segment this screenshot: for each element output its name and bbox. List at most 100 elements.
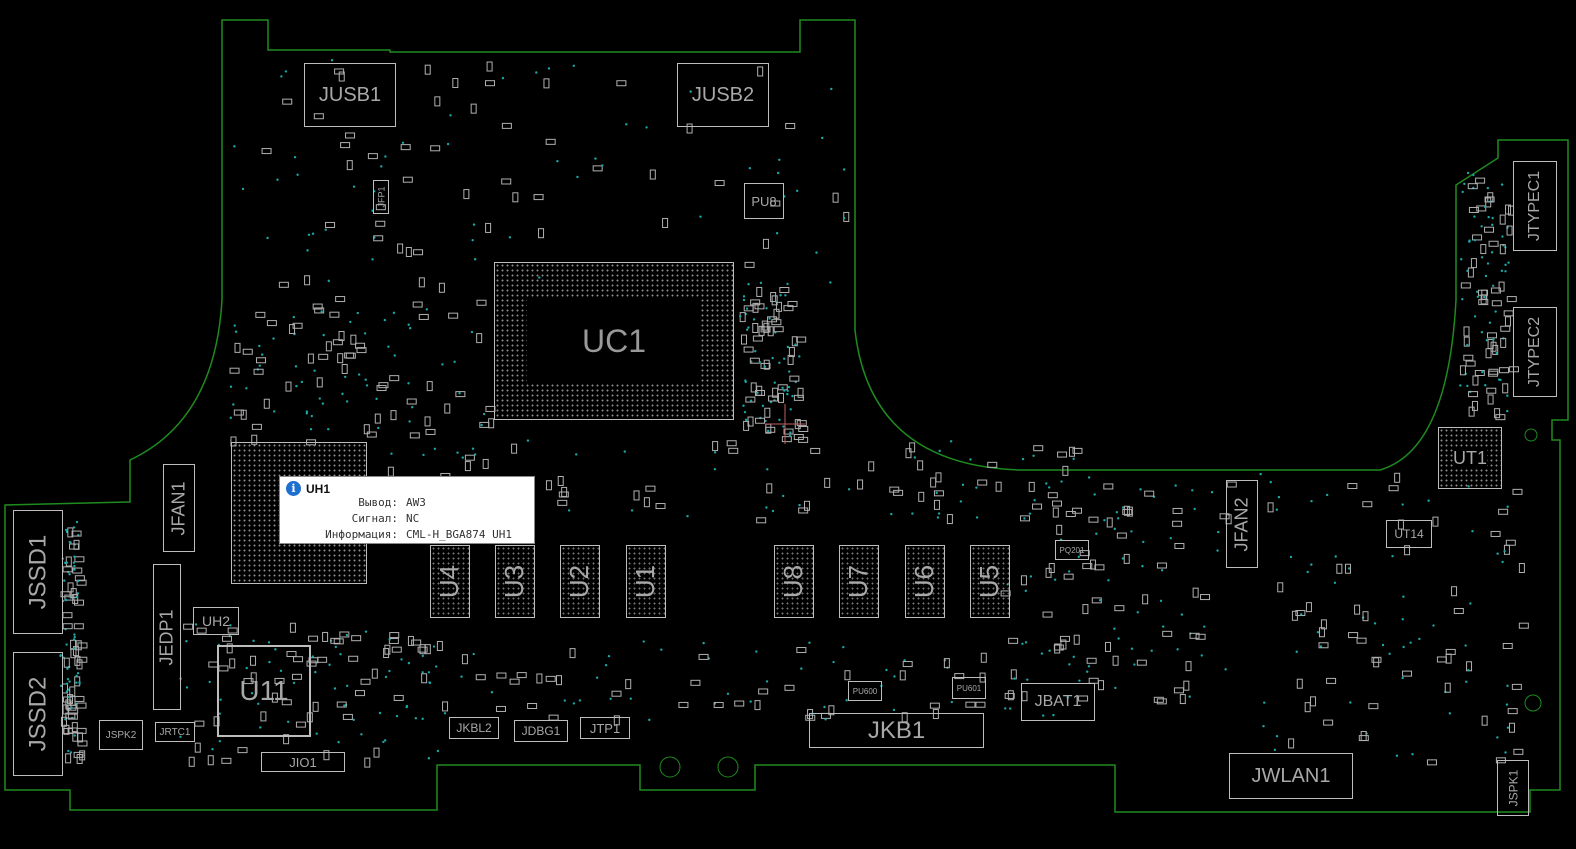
via — [241, 187, 245, 191]
passive-component — [346, 160, 353, 171]
passive-component — [734, 700, 745, 707]
component-ut14[interactable]: UT14 — [1386, 520, 1432, 548]
via — [1310, 563, 1313, 566]
component-jusb1[interactable]: JUSB1 — [304, 63, 396, 127]
via — [266, 236, 269, 240]
passive-component — [424, 416, 431, 427]
component-uc1[interactable]: UC1 — [494, 262, 734, 420]
passive-component — [355, 342, 366, 349]
passive-component — [434, 96, 441, 107]
component-u7[interactable]: U7 — [839, 545, 879, 618]
via — [1026, 678, 1029, 681]
component-u11[interactable]: U11 — [217, 645, 311, 737]
via — [460, 675, 463, 678]
component-label: U5 — [974, 564, 1005, 599]
component-u8[interactable]: U8 — [774, 545, 814, 618]
via — [1391, 554, 1394, 558]
component-label: JUSB1 — [318, 83, 382, 106]
via — [1333, 581, 1337, 584]
passive-component — [1123, 553, 1130, 564]
via — [1402, 595, 1405, 598]
component-u1[interactable]: U1 — [626, 545, 666, 618]
passive-component — [1056, 524, 1063, 535]
component-u6[interactable]: U6 — [905, 545, 945, 618]
component-jfan2[interactable]: JFAN2 — [1226, 480, 1258, 568]
passive-component — [1123, 505, 1130, 516]
component-pu601[interactable]: PU601 — [952, 677, 986, 699]
component-jfp1[interactable]: JFP1 — [373, 180, 389, 214]
component-jkbl2[interactable]: JKBL2 — [449, 717, 499, 739]
component-jspk2[interactable]: JSPK2 — [99, 720, 143, 750]
component-jtypec2[interactable]: JTYPEC2 — [1513, 307, 1557, 397]
component-jrtc1[interactable]: JRTC1 — [155, 722, 195, 742]
component-jusb2[interactable]: JUSB2 — [677, 63, 769, 127]
component-jbat1[interactable]: JBAT1 — [1021, 683, 1095, 721]
passive-component — [750, 382, 757, 393]
passive-component — [773, 326, 784, 333]
tooltip-value: CML-H_BGA874 UH1 — [406, 528, 512, 541]
small-components — [59, 59, 1529, 768]
via — [390, 452, 393, 455]
passive-component — [557, 499, 568, 506]
passive-component — [221, 757, 232, 764]
passive-component — [965, 701, 976, 708]
component-ut1[interactable]: UT1 — [1438, 427, 1502, 489]
component-jssd2[interactable]: JSSD2 — [13, 652, 63, 776]
component-jedp1[interactable]: JEDP1 — [153, 564, 181, 710]
component-jtypec1[interactable]: JTYPEC1 — [1513, 161, 1557, 251]
component-jfan1[interactable]: JFAN1 — [163, 464, 195, 552]
passive-component — [1106, 517, 1113, 528]
passive-component — [501, 122, 512, 129]
passive-component — [1057, 451, 1068, 458]
passive-component — [901, 712, 908, 723]
component-label: JEDP1 — [156, 608, 177, 666]
via — [405, 705, 408, 709]
passive-component — [67, 713, 78, 720]
passive-component — [1508, 722, 1515, 733]
via — [349, 320, 352, 324]
component-pu8[interactable]: PU8 — [744, 183, 784, 219]
passive-component — [470, 103, 477, 114]
via — [1501, 560, 1504, 564]
passive-component — [1505, 539, 1516, 546]
passive-component — [271, 692, 278, 703]
tooltip-label: Информация: — [325, 528, 398, 541]
via — [268, 660, 271, 664]
component-u4[interactable]: U4 — [430, 545, 470, 618]
passive-component — [274, 677, 285, 684]
passive-component — [509, 678, 520, 685]
via — [73, 635, 76, 639]
component-jssd1[interactable]: JSSD1 — [13, 510, 63, 634]
passive-component — [407, 635, 414, 646]
component-uh2[interactable]: UH2 — [193, 607, 239, 635]
passive-component — [67, 582, 74, 593]
passive-component — [1490, 530, 1501, 537]
via — [65, 561, 69, 564]
passive-component — [63, 724, 70, 735]
passive-component — [791, 336, 798, 347]
passive-component — [783, 428, 794, 435]
via — [69, 751, 73, 754]
component-jspk1[interactable]: JSPK1 — [1497, 760, 1529, 816]
component-pq201[interactable]: PQ201 — [1055, 540, 1089, 560]
passive-component — [943, 658, 950, 669]
component-jkb1[interactable]: JKB1 — [809, 713, 984, 748]
component-jio1[interactable]: JIO1 — [261, 752, 345, 772]
passive-component — [417, 646, 428, 653]
component-jtp1[interactable]: JTP1 — [580, 717, 630, 739]
component-jwlan1[interactable]: JWLAN1 — [1229, 753, 1353, 799]
passive-component — [556, 675, 563, 686]
passive-component — [1195, 633, 1206, 640]
passive-component — [317, 656, 328, 663]
via — [449, 114, 452, 117]
component-jdbg1[interactable]: JDBG1 — [514, 720, 568, 742]
component-u3[interactable]: U3 — [495, 545, 535, 618]
passive-component — [1304, 702, 1311, 713]
via — [68, 680, 71, 683]
component-u5[interactable]: U5 — [970, 545, 1010, 618]
via — [280, 75, 283, 78]
component-u2[interactable]: U2 — [560, 545, 600, 618]
via — [763, 365, 767, 368]
component-pu600[interactable]: PU600 — [848, 681, 882, 701]
via — [787, 385, 791, 389]
